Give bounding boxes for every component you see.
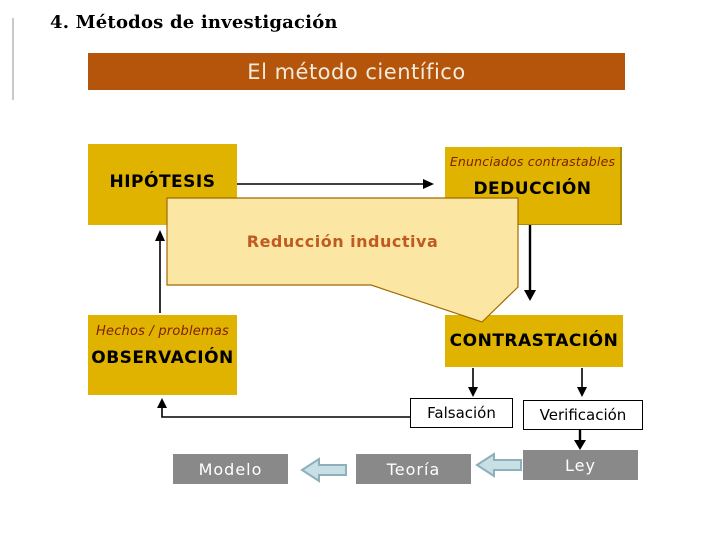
bubble-label: Reducción inductiva	[246, 231, 439, 251]
hipotesis-label: HIPÓTESIS	[109, 172, 216, 192]
arrow-contrastacion-to-falsacion-icon	[468, 368, 478, 397]
block-arrow-teoria-to-modelo-icon	[300, 457, 347, 483]
modelo-label: Modelo	[198, 459, 263, 479]
deduccion-label: DEDUCCIÓN	[473, 179, 592, 199]
block-arrow-ley-to-teoria-icon	[475, 452, 522, 478]
box-modelo: Modelo	[173, 454, 288, 484]
box-hipotesis: HIPÓTESIS	[88, 144, 237, 225]
slide-frame-line	[12, 18, 14, 100]
observacion-label: OBSERVACIÓN	[91, 348, 234, 368]
box-falsacion: Falsación	[410, 398, 513, 428]
box-teoria: Teoría	[356, 454, 471, 484]
box-ley: Ley	[523, 450, 638, 480]
box-verificacion: Verificación	[523, 400, 643, 430]
enunciados-label: Enunciados contrastables	[449, 154, 616, 169]
arrow-observacion-to-hipotesis-icon	[155, 230, 165, 313]
banner: El método científico	[88, 53, 625, 90]
verificacion-label: Verificación	[539, 406, 627, 424]
arrow-falsacion-to-observacion-icon	[157, 398, 410, 418]
banner-label: El método científico	[247, 59, 466, 84]
page-title: 4. Métodos de investigación	[50, 12, 338, 33]
arrow-contrastacion-to-verificacion-icon	[577, 368, 587, 397]
falsacion-label: Falsación	[427, 404, 496, 422]
arrow-deduccion-to-contrastacion-icon	[524, 225, 536, 301]
hechos-label: Hechos / problemas	[96, 324, 229, 339]
box-contrastacion: CONTRASTACIÓN	[445, 315, 623, 367]
box-observacion: Hechos / problemas OBSERVACIÓN	[88, 315, 237, 395]
arrow-hipotesis-to-deduccion-icon	[237, 179, 434, 189]
ley-label: Ley	[565, 455, 596, 475]
arrow-verificacion-to-ley-icon	[574, 430, 586, 450]
teoria-label: Teoría	[386, 459, 441, 479]
contrastacion-label: CONTRASTACIÓN	[449, 331, 619, 351]
